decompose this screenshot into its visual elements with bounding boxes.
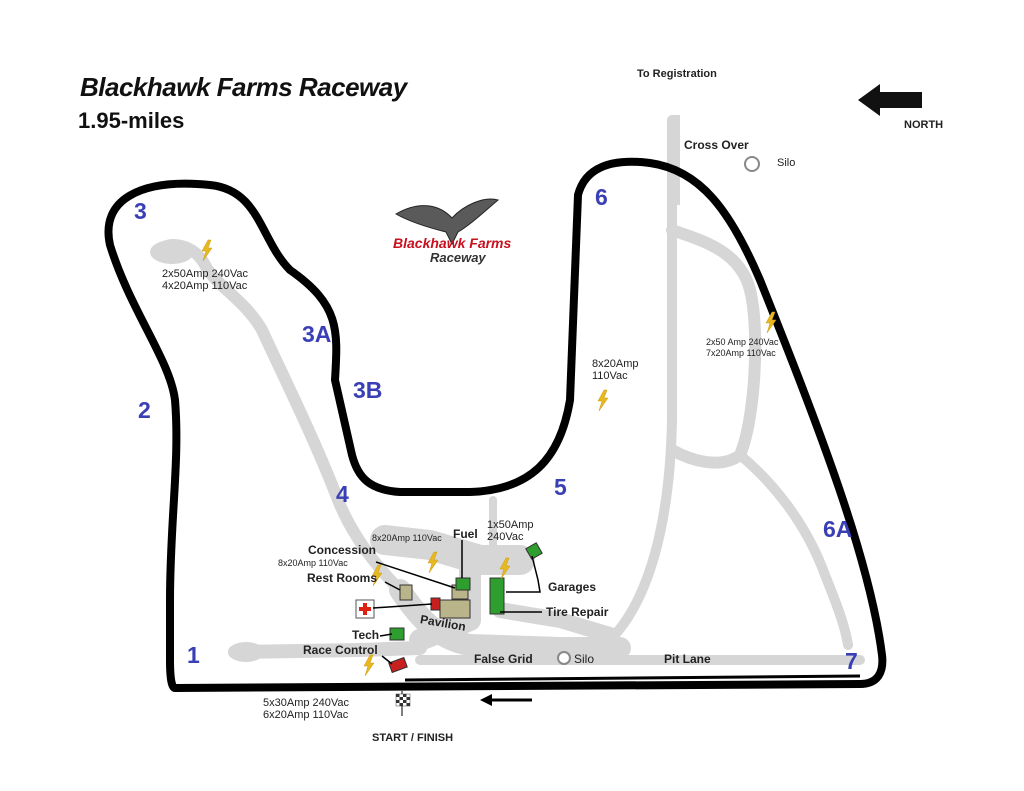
- power-spec-start: 5x30Amp 240Vac 6x20Amp 110Vac: [263, 697, 350, 721]
- power-spec-turn3: 2x50Amp 240Vac 4x20Amp 110Vac: [162, 268, 249, 292]
- turn-7: 7: [845, 648, 858, 674]
- power-spec-fuel-area: 8x20Amp 110Vac: [372, 533, 442, 543]
- turn-3b: 3B: [353, 377, 383, 403]
- race-control-label: Race Control: [303, 643, 378, 657]
- north-label: NORTH: [904, 119, 944, 131]
- power-bolt-icon: [363, 654, 375, 677]
- blackhawk-logo-icon: [394, 198, 500, 246]
- turn-4: 4: [336, 481, 349, 507]
- track-length: 1.95-miles: [78, 108, 185, 133]
- power-spec-restrooms-area: 8x20Amp 110Vac: [278, 558, 348, 568]
- power-spec-garages-area: 1x50Amp 240Vac: [487, 519, 534, 543]
- turn-5: 5: [554, 474, 567, 500]
- logo-line1: Blackhawk Farms: [393, 235, 512, 251]
- turn1-paddock-area: [228, 642, 264, 662]
- turn3-paddock-area: [150, 240, 194, 264]
- tech-label: Tech: [352, 628, 380, 642]
- tech-building: [389, 627, 405, 641]
- concession-label: Concession: [308, 543, 377, 557]
- turn-6: 6: [595, 184, 608, 210]
- fuel-label: Fuel: [453, 527, 478, 541]
- leader-lines: [372, 540, 542, 665]
- silo-bottom-icon: [557, 651, 571, 665]
- rest-rooms-label: Rest Rooms: [307, 571, 378, 585]
- turn-2: 2: [138, 397, 151, 423]
- turn-3: 3: [134, 198, 147, 224]
- checkered-flag-icon: [395, 690, 411, 716]
- silo-top-icon: [744, 156, 760, 172]
- turn-1: 1: [187, 642, 200, 668]
- start-finish-label: START / FINISH: [372, 732, 454, 744]
- silo-top-label: Silo: [777, 157, 796, 169]
- race-control-building: [388, 656, 408, 674]
- pit-lane-line: [404, 674, 861, 682]
- garages-label: Garages: [548, 580, 597, 594]
- to-registration-label: To Registration: [637, 68, 717, 80]
- turn-6a: 6A: [823, 516, 853, 542]
- pit-lane-label: Pit Lane: [664, 652, 711, 666]
- paddock-roads: [154, 115, 865, 665]
- cross-over-road: [672, 115, 680, 205]
- silo-bottom-label: Silo: [574, 652, 595, 666]
- fuel-building: [455, 577, 471, 591]
- power-spec-turn5: 8x20Amp 110Vac: [592, 358, 639, 382]
- false-grid-label: False Grid: [474, 652, 533, 666]
- pavilion-red-marker: [430, 597, 441, 611]
- garage-small-building: [525, 542, 543, 560]
- first-aid-icon: [355, 599, 375, 619]
- race-track: [104, 157, 887, 692]
- north-arrow-icon: [858, 84, 922, 116]
- tire-repair-label: Tire Repair: [546, 605, 609, 619]
- cross-over-label: Cross Over: [684, 138, 749, 152]
- map-title: Blackhawk Farms Raceway: [80, 72, 407, 102]
- turn-3a: 3A: [302, 321, 332, 347]
- buildings: [355, 542, 543, 674]
- logo-line2: Raceway: [430, 250, 486, 265]
- garages-building: [489, 577, 505, 615]
- rest-rooms-building: [399, 584, 413, 601]
- direction-arrow-icon: [480, 694, 532, 706]
- power-spec-east: 2x50 Amp 240Vac 7x20Amp 110Vac: [706, 337, 779, 358]
- power-bolt-icon: [597, 389, 609, 412]
